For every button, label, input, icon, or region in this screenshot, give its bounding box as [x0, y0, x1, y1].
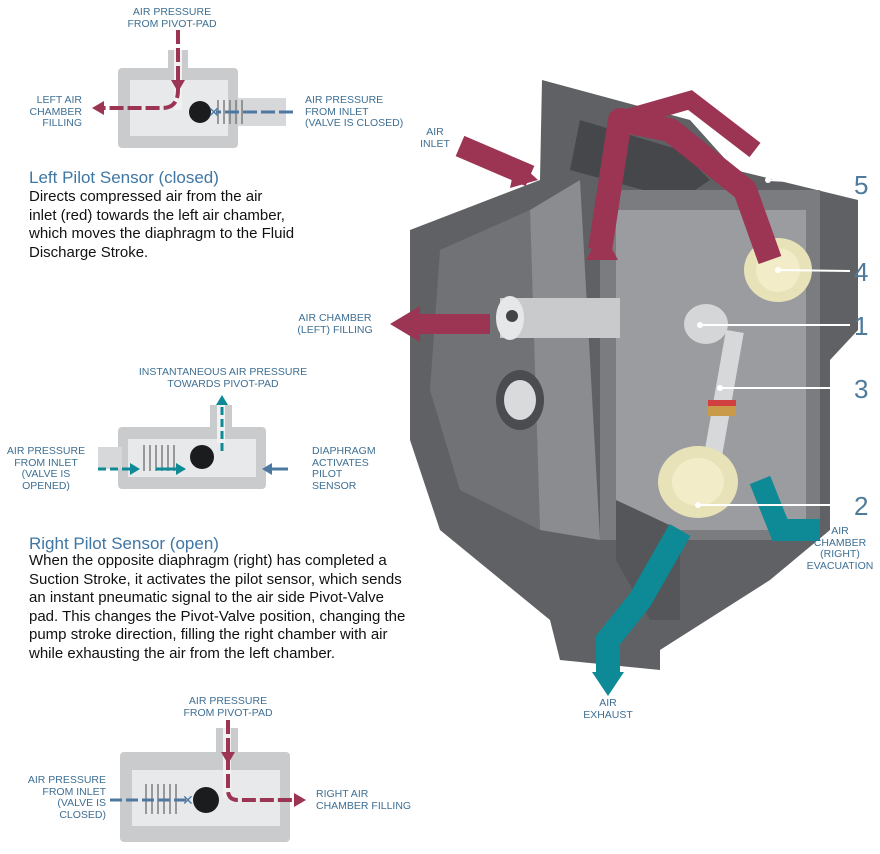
bottom-pilot-sensor-illustration: ✕ — [110, 720, 306, 842]
left-pilot-sensor-illustration: ✕ — [92, 30, 293, 148]
callout-2: 2 — [854, 491, 869, 521]
air-chamber-left-label: AIR CHAMBER(LEFT) FILLING — [297, 312, 373, 336]
callout-5: 5 — [854, 170, 869, 200]
left-sensor-title: Left Pilot Sensor (closed) — [29, 168, 219, 187]
svg-text:✕: ✕ — [208, 104, 220, 120]
left-sensor-description: Directs compressed air from the air inle… — [29, 188, 295, 261]
callout-3: 3 — [854, 374, 869, 404]
callout-1: 1 — [854, 311, 869, 341]
callout-4: 4 — [854, 257, 869, 287]
right-sensor-description: When the opposite diaphragm (right) has … — [29, 552, 406, 662]
right-pilot-sensor-illustration — [98, 395, 288, 489]
right-sensor-title: Right Pilot Sensor (open) — [29, 534, 219, 553]
svg-text:✕: ✕ — [182, 792, 194, 808]
pump-cutaway-illustration — [390, 80, 858, 696]
